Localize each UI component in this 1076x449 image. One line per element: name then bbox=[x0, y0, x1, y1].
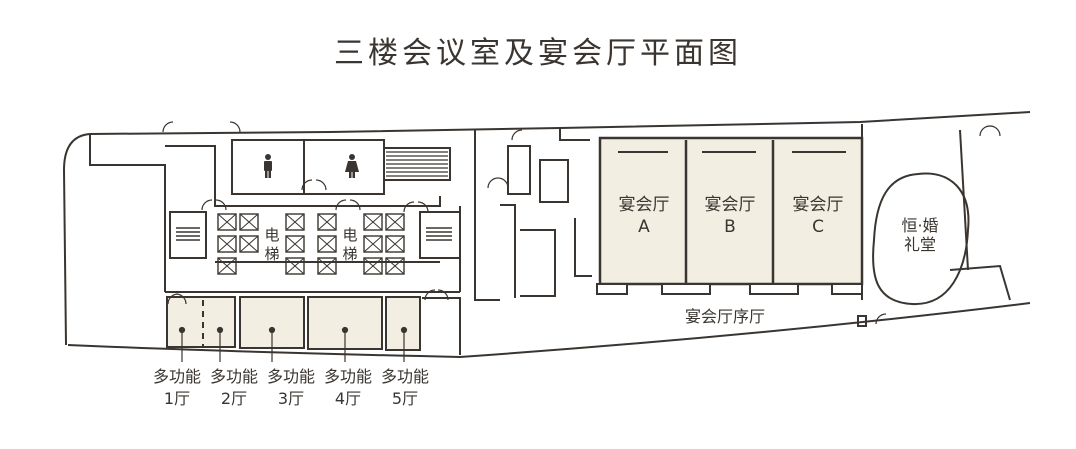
chapel-label: 恒·婚 礼堂 bbox=[880, 216, 960, 254]
building-bottom-wall bbox=[67, 302, 1031, 359]
room-number: 5厅 bbox=[391, 389, 419, 408]
core-stair-icons bbox=[176, 227, 452, 241]
multifunction-room-4-label: 多功能 4厅 bbox=[317, 366, 379, 410]
elevator-label: 电 梯 bbox=[262, 226, 282, 264]
room-number: 2厅 bbox=[220, 389, 248, 408]
room-name: 多功能 bbox=[209, 367, 258, 386]
multifunction-room-3-label: 多功能 3厅 bbox=[260, 366, 322, 410]
multifunction-rooms bbox=[166, 296, 421, 351]
multifunction-room-5-label: 多功能 5厅 bbox=[374, 366, 436, 410]
room-number: 4厅 bbox=[334, 389, 362, 408]
hall-name: 宴会厅 bbox=[704, 195, 756, 215]
room-name: 多功能 bbox=[152, 367, 201, 386]
banquet-halls bbox=[596, 136, 864, 295]
room-number: 3厅 bbox=[277, 389, 305, 408]
room-name: 多功能 bbox=[323, 367, 372, 386]
elevator-shafts bbox=[217, 213, 405, 275]
hall-name: 宴会厅 bbox=[618, 195, 670, 215]
floor-plan-title: 三楼会议室及宴会厅平面图 bbox=[334, 36, 742, 71]
hall-letter: C bbox=[812, 217, 824, 237]
hall-letter: B bbox=[724, 217, 736, 237]
multifunction-room-2-label: 多功能 2厅 bbox=[203, 366, 265, 410]
elevator-label: 电 梯 bbox=[340, 226, 360, 264]
banquet-hall-a-label: 宴会厅 A bbox=[603, 194, 685, 238]
male-restroom-icon bbox=[264, 154, 272, 178]
banquet-hall-c-label: 宴会厅 C bbox=[776, 194, 860, 238]
chapel-line1: 恒·婚 bbox=[901, 216, 939, 235]
multifunction-room-1-label: 多功能 1厅 bbox=[146, 366, 208, 410]
chapel bbox=[857, 124, 1011, 327]
room-number: 1厅 bbox=[163, 389, 191, 408]
elevator-label-text: 电 梯 bbox=[264, 226, 280, 263]
multifunction-leader-lines bbox=[178, 326, 408, 362]
banquet-hall-b-label: 宴会厅 B bbox=[689, 194, 771, 238]
restroom-block bbox=[231, 139, 385, 195]
female-restroom-icon bbox=[345, 154, 359, 178]
stair-icon bbox=[386, 151, 448, 177]
door-swing-icon bbox=[162, 121, 1001, 325]
building-left-wall bbox=[62, 133, 91, 346]
elevator-label-text: 电 梯 bbox=[342, 226, 358, 263]
hall-name: 宴会厅 bbox=[792, 195, 844, 215]
hall-letter: A bbox=[638, 217, 650, 237]
elevator-crosses bbox=[217, 213, 405, 275]
room-name: 多功能 bbox=[266, 367, 315, 386]
room-name: 多功能 bbox=[380, 367, 429, 386]
chapel-line2: 礼堂 bbox=[903, 235, 936, 254]
foyer-label: 宴会厅序厅 bbox=[684, 307, 765, 326]
